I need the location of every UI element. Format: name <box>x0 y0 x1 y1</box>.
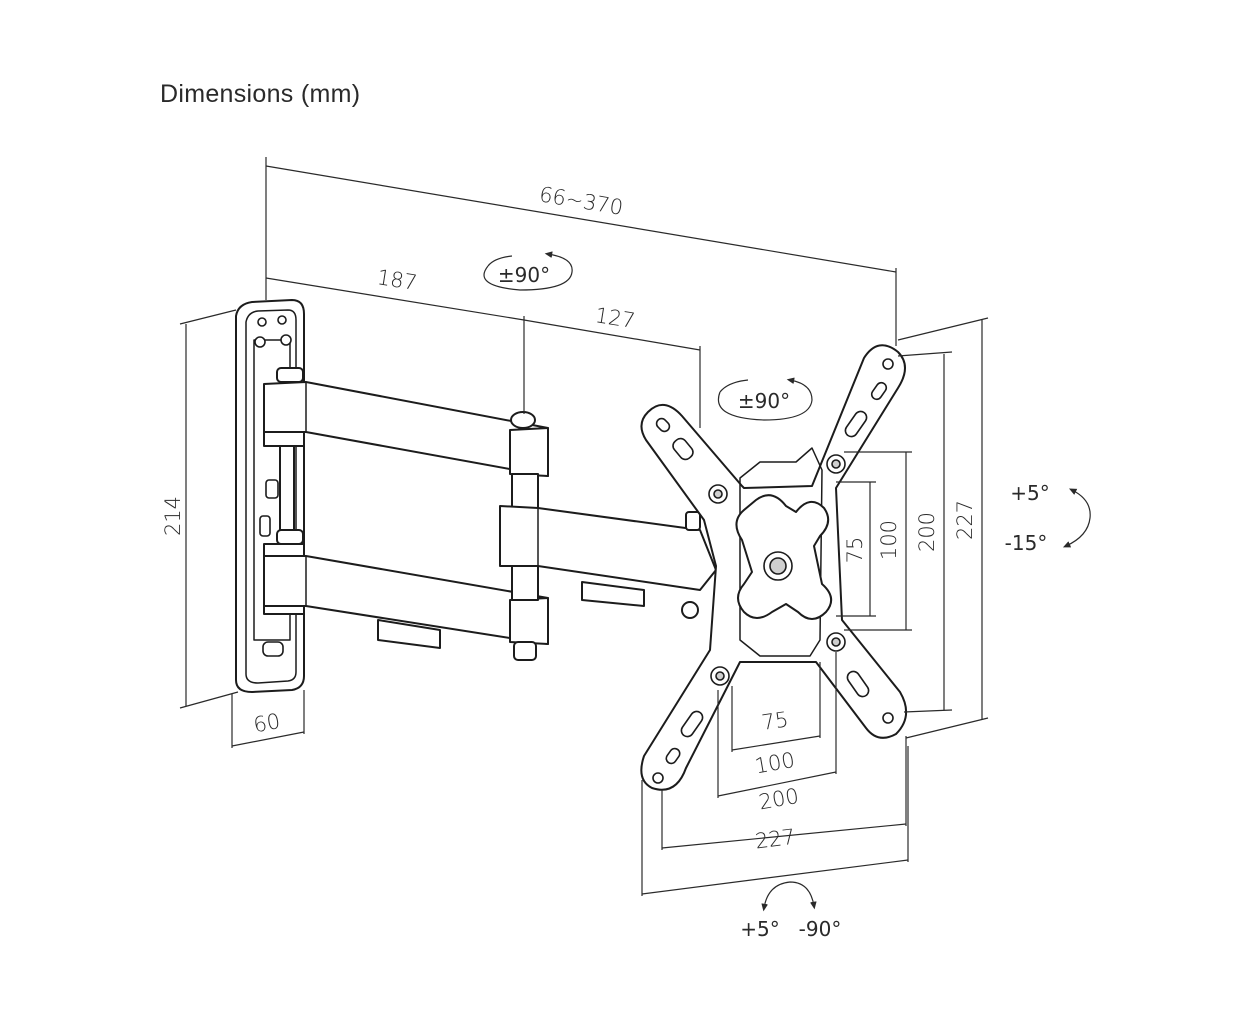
dimension-lines <box>179 157 989 896</box>
label-vesa-h-75: 75 <box>760 707 790 734</box>
label-vesa-v-227: 227 <box>953 500 977 540</box>
label-vesa-h-100: 100 <box>753 748 797 779</box>
swivel-arm-indicator: ±90° <box>483 251 573 291</box>
diagram-title: Dimensions (mm) <box>160 80 361 108</box>
label-vesa-h-200: 200 <box>757 784 801 815</box>
vesa-mounting-head <box>640 344 907 791</box>
label-arm-two: 127 <box>593 303 636 333</box>
label-rotate-right: -90° <box>799 917 842 941</box>
label-plate-width: 60 <box>252 709 282 737</box>
rotation-indicator: +5° -90° <box>740 881 842 941</box>
tilt-indicator: +5° -15° <box>1005 481 1091 555</box>
second-arm <box>499 505 717 619</box>
label-tilt-down: -15° <box>1005 531 1048 555</box>
label-arm-one: 187 <box>375 265 418 295</box>
label-rotate-left: +5° <box>740 917 779 941</box>
label-vesa-v-100: 100 <box>877 520 901 560</box>
label-swivel-head: ±90° <box>738 389 790 413</box>
lower-arm <box>263 555 549 661</box>
label-vesa-v-75: 75 <box>843 537 867 564</box>
swivel-head-indicator: ±90° <box>717 377 813 421</box>
label-vesa-h-227: 227 <box>754 825 797 854</box>
label-swivel-arm: ±90° <box>498 263 550 287</box>
label-plate-height: 214 <box>161 496 185 536</box>
label-vesa-v-200: 200 <box>915 512 939 552</box>
label-tilt-up: +5° <box>1010 481 1049 505</box>
upper-arm <box>263 381 549 511</box>
